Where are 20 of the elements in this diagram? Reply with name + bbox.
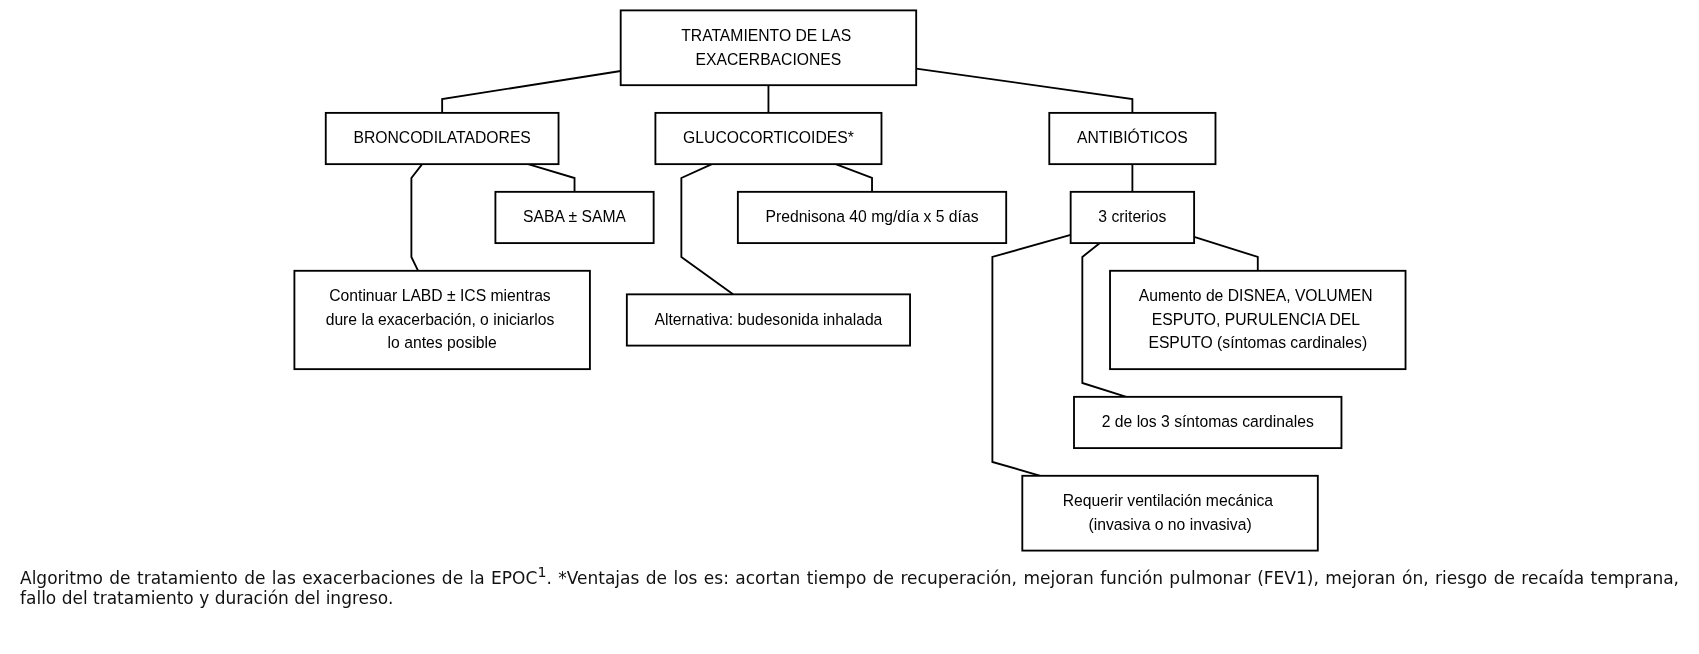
- connector: [1131, 162, 1133, 193]
- node-box: GLUCOCORTICOIDES*: [654, 111, 882, 165]
- node-box: TRATAMIENTO DE LAS EXACERBACIONES: [619, 8, 917, 86]
- node-box: Aumento de DISNEA, VOLUMEN ESPUTO, PURULENCIA DEL ESPUTO (síntomas cardinales): [1108, 269, 1406, 370]
- node-box: BRONCODILATADORES: [324, 111, 559, 165]
- connector: [834, 162, 873, 193]
- node-box: Requerir ventilación mecánica (invasiva o no invasiva): [1020, 474, 1319, 552]
- node-box: 2 de los 3 síntomas cardinales: [1072, 395, 1342, 449]
- connector: [679, 162, 734, 295]
- connector: [767, 83, 769, 114]
- connector: [526, 162, 575, 193]
- connector: [1080, 241, 1127, 398]
- node-box: Alternativa: budesonida inhalada: [625, 292, 911, 346]
- node-box: ANTIBIÓTICOS: [1047, 111, 1216, 165]
- connector: [410, 162, 423, 272]
- node-box: Prednisona 40 mg/día x 5 días: [736, 190, 1007, 244]
- node-box: 3 criterios: [1069, 190, 1195, 244]
- caption: Algoritmo de tratamiento de las exacerbaciones de la EPOC$^{1}$. *Ventajas de los es: acortan tiempo de recuperación, mejoran función pulmonar (FEV1), mejoran ón, riesgo de recaída temprana, fallo del tratamiento y duración del ingreso.: [20, 564, 1679, 608]
- node-box: SABA ± SAMA: [494, 190, 655, 244]
- node-box: Continuar LABD ± ICS mientras dure la exacerbación, o iniciarlos lo antes posible: [293, 269, 591, 370]
